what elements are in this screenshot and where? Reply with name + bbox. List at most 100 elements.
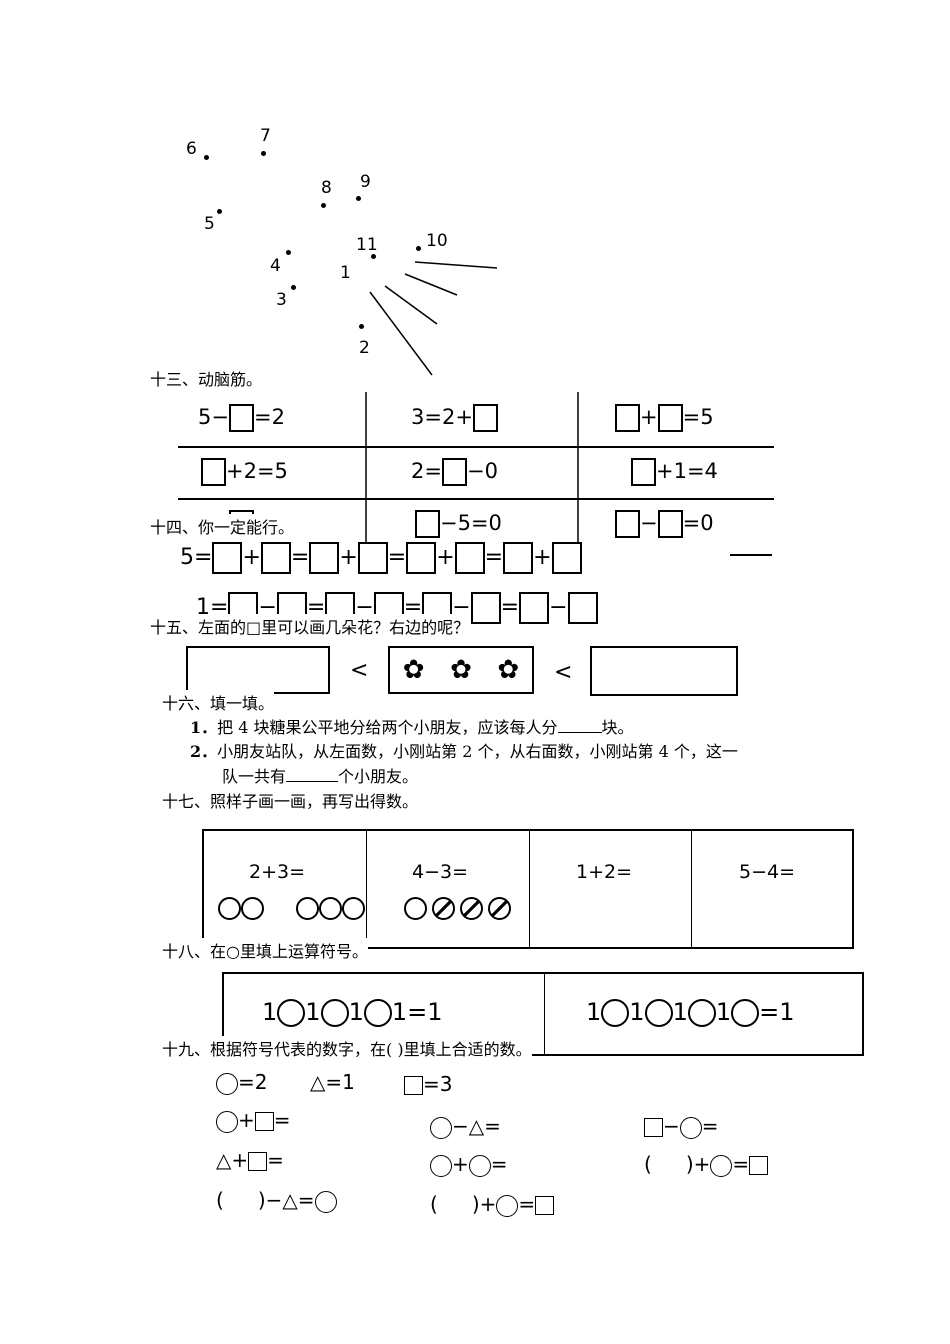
answer-box[interactable]	[631, 458, 656, 486]
crossed-circle-icon	[432, 897, 456, 920]
s13-cell: +1=4	[631, 458, 718, 486]
flower-icon: ✿	[402, 655, 425, 685]
operator-circle[interactable]	[320, 999, 349, 1027]
circle-icon	[679, 1116, 702, 1139]
dot	[359, 324, 364, 329]
circle-group	[218, 897, 366, 920]
section-13-title: 十三、动脑筋。	[150, 370, 263, 389]
square-icon	[248, 1152, 268, 1171]
s16-question-1: 1．把 4 块糖果公平地分给两个小朋友，应该每人分块。	[190, 718, 634, 737]
s13-cell: 5−=2	[198, 404, 285, 432]
sun-rays	[369, 261, 498, 376]
answer-box[interactable]	[441, 458, 467, 486]
legend-circle: =2	[216, 1070, 267, 1095]
legend-triangle: △=1	[310, 1070, 355, 1094]
s13-cell: +=5	[615, 404, 714, 432]
dot	[356, 196, 361, 201]
answer-box[interactable]	[615, 404, 640, 432]
section-17-title: 十七、照样子画一画，再写出得数。	[162, 792, 419, 811]
section-19-title: 十九、根据符号代表的数字，在( )里填上合适的数。	[162, 1036, 532, 1060]
triangle-icon: △	[282, 1188, 298, 1212]
dot	[371, 254, 376, 259]
answer-box[interactable]	[415, 510, 440, 538]
circle-icon	[296, 897, 320, 920]
s14-trailing-line	[730, 554, 772, 556]
crossed-circle-icon	[488, 897, 512, 920]
circle-icon	[430, 1116, 452, 1139]
answer-box[interactable]	[519, 592, 550, 624]
circle-icon	[241, 897, 264, 920]
s16-question-2-cont: 队一共有个小朋友。	[222, 767, 419, 786]
divider	[691, 831, 692, 947]
circle-icon	[216, 1110, 238, 1133]
right-flower-box[interactable]	[590, 646, 738, 696]
s13-grid-lines	[178, 392, 774, 542]
dot-label: 5	[204, 214, 215, 234]
circle-icon	[468, 1154, 491, 1177]
dot-label: 9	[360, 172, 371, 192]
answer-box[interactable]	[212, 542, 243, 574]
answer-box[interactable]	[657, 510, 683, 538]
dot	[321, 203, 326, 208]
circle-icon	[216, 1072, 238, 1095]
section-15-title: 十五、左面的□里可以画几朵花？右边的呢？	[150, 614, 470, 638]
left-flower-box[interactable]	[186, 646, 330, 694]
answer-box[interactable]	[472, 404, 498, 432]
dot-label: 3	[276, 290, 287, 310]
answer-box[interactable]	[615, 510, 640, 538]
answer-box[interactable]	[228, 404, 254, 432]
divider	[544, 974, 545, 1054]
dot-label: 11	[356, 235, 378, 255]
less-than-sign: <	[554, 660, 573, 685]
answer-box[interactable]	[657, 404, 683, 432]
circle-icon	[319, 897, 343, 920]
answer-box[interactable]	[406, 542, 437, 574]
divider	[529, 831, 530, 947]
square-icon	[404, 1076, 423, 1095]
square-icon	[749, 1156, 769, 1175]
answer-box[interactable]	[454, 542, 485, 574]
operator-circle[interactable]	[644, 999, 673, 1027]
answer-box[interactable]	[201, 458, 226, 486]
answer-box[interactable]	[260, 542, 291, 574]
operator-circle[interactable]	[731, 999, 760, 1027]
legend-square: =3	[404, 1072, 452, 1096]
answer-box[interactable]	[567, 592, 598, 624]
s17-expr: 5−4=	[739, 861, 796, 883]
square-icon	[535, 1196, 555, 1215]
operator-circle[interactable]	[363, 999, 392, 1027]
operator-circle[interactable]	[687, 999, 716, 1027]
dot-label: 1	[340, 263, 351, 283]
circle-icon	[342, 897, 366, 920]
dot	[217, 209, 222, 214]
answer-box[interactable]	[357, 542, 388, 574]
answer-box[interactable]	[551, 542, 582, 574]
answer-box[interactable]	[470, 592, 501, 624]
s17-expr: 2+3=	[249, 861, 306, 883]
s19-eq: ()+=	[644, 1152, 769, 1177]
dot	[291, 285, 296, 290]
operator-circle[interactable]	[601, 999, 630, 1027]
dot-label: 6	[186, 139, 197, 159]
s14-row-1: 5=+=+=+=+	[180, 542, 582, 574]
operator-circle[interactable]	[277, 999, 306, 1027]
s13-cell: 3=2+	[411, 404, 498, 432]
circle-group	[404, 897, 512, 920]
answer-box[interactable]	[503, 542, 534, 574]
dot	[261, 151, 266, 156]
s13-cell: +2=5	[201, 458, 288, 486]
divider	[366, 831, 367, 947]
section-16-title: 十六、填一填。	[162, 690, 275, 714]
triangle-icon: △	[216, 1148, 232, 1172]
circle-icon	[218, 897, 241, 920]
answer-box[interactable]	[309, 542, 340, 574]
s16-question-2: 2．小朋友站队，从左面数，小刚站第 2 个，从右面数，小刚站第 4 个，这一	[190, 742, 738, 761]
answer-blank[interactable]	[286, 767, 339, 782]
s17-table: 2+3= 4−3= 1+2= 5−4=	[202, 829, 854, 949]
answer-blank[interactable]	[557, 718, 602, 733]
circle-icon	[496, 1194, 519, 1217]
square-icon	[254, 1112, 274, 1131]
s13-cell: −5=0	[415, 510, 502, 538]
